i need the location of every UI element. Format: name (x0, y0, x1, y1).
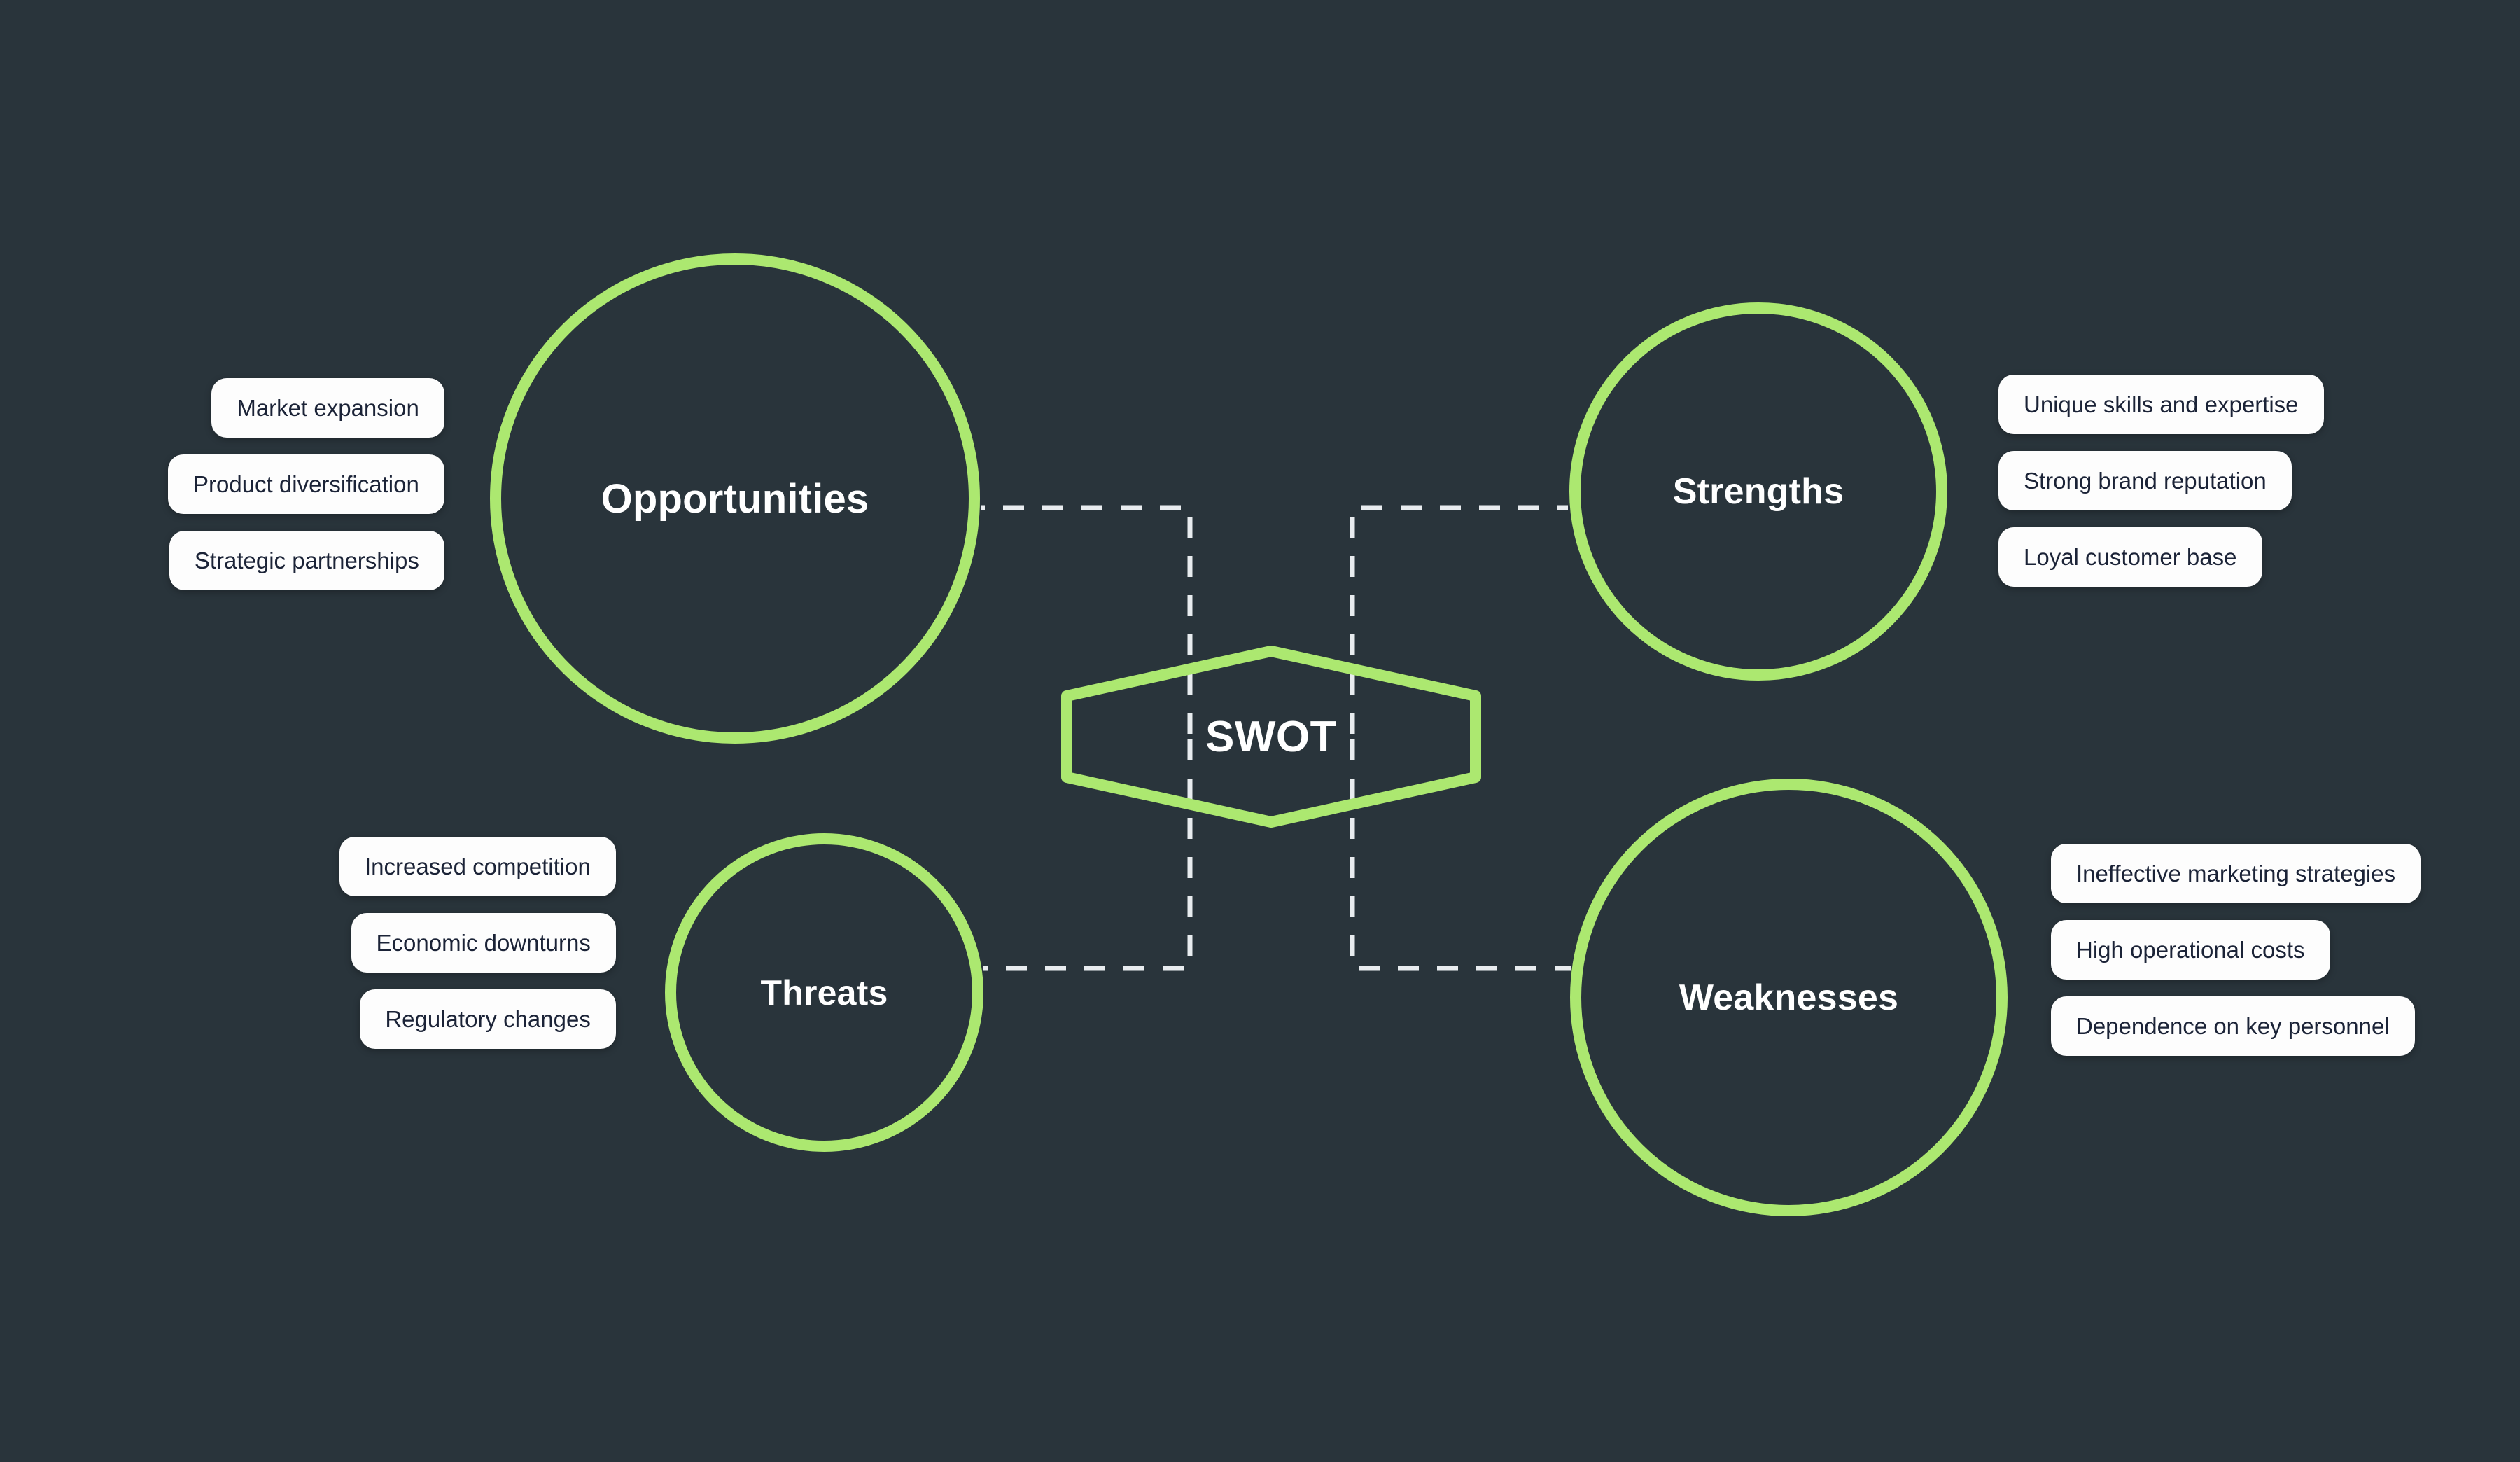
list-item[interactable]: Dependence on key personnel (2051, 996, 2415, 1056)
node-weaknesses-label: Weaknesses (1679, 977, 1899, 1018)
pill-group-opportunities: Market expansion Product diversification… (168, 378, 444, 590)
pill-group-strengths: Unique skills and expertise Strong brand… (1998, 375, 2324, 587)
list-item[interactable]: Strong brand reputation (1998, 451, 2292, 510)
list-item[interactable]: Increased competition (340, 837, 616, 896)
hexagon-shape (1061, 646, 1481, 828)
list-item[interactable]: Product diversification (168, 454, 444, 514)
list-item[interactable]: Loyal customer base (1998, 527, 2262, 587)
list-item[interactable]: Strategic partnerships (169, 531, 444, 590)
node-strengths[interactable]: Strengths (1569, 302, 1947, 681)
node-center-swot[interactable]: SWOT (1061, 646, 1481, 828)
list-item[interactable]: High operational costs (2051, 920, 2330, 980)
node-threats[interactable]: Threats (665, 833, 983, 1152)
node-weaknesses[interactable]: Weaknesses (1570, 779, 2008, 1216)
list-item[interactable]: Regulatory changes (360, 989, 616, 1049)
list-item[interactable]: Economic downturns (351, 913, 616, 973)
pill-group-threats: Increased competition Economic downturns… (340, 837, 616, 1049)
list-item[interactable]: Unique skills and expertise (1998, 375, 2324, 434)
node-threats-label: Threats (760, 973, 888, 1012)
node-opportunities-label: Opportunities (601, 475, 869, 522)
node-opportunities[interactable]: Opportunities (490, 253, 980, 744)
node-strengths-label: Strengths (1672, 471, 1844, 512)
list-item[interactable]: Ineffective marketing strategies (2051, 844, 2421, 903)
center-label: SWOT (1205, 712, 1337, 761)
pill-group-weaknesses: Ineffective marketing strategies High op… (2051, 844, 2421, 1056)
list-item[interactable]: Market expansion (211, 378, 444, 438)
